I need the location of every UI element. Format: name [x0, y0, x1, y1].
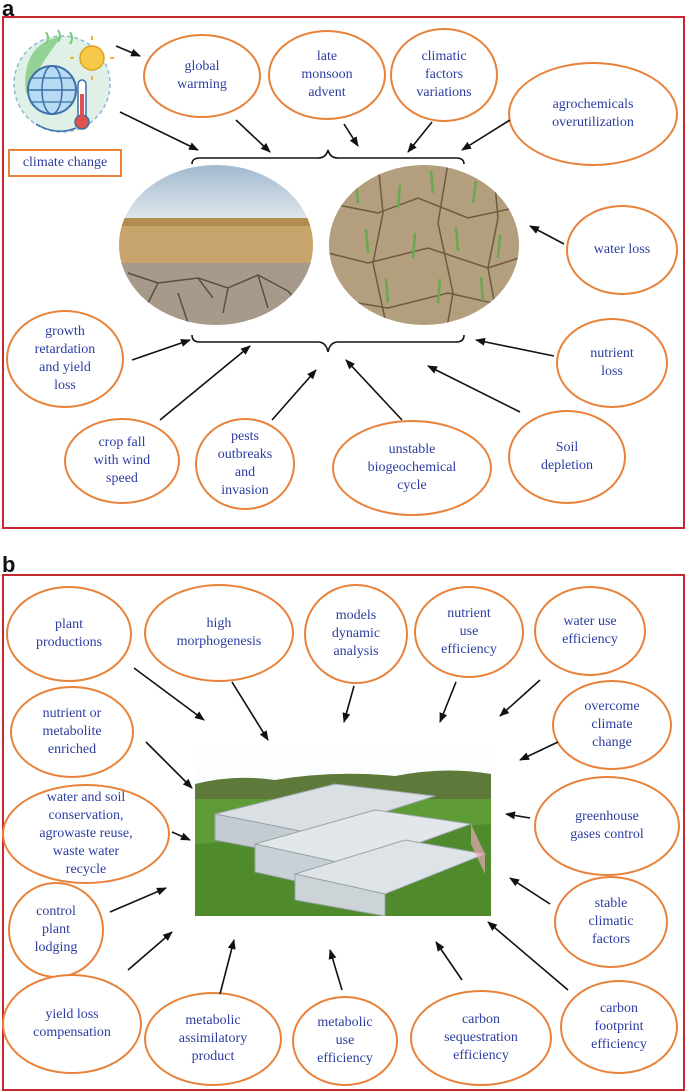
- panel-a-frame: [2, 16, 685, 529]
- bubble-global-warming: global warming: [143, 34, 261, 118]
- bubble-water-loss: water loss: [566, 205, 678, 295]
- bubble-pests-outbreaks: pests outbreaks and invasion: [195, 418, 295, 510]
- bubble-overcome-climate: overcome climate change: [552, 680, 672, 770]
- panel-a-letter: a: [2, 0, 15, 21]
- bubble-high-morphogenesis: high morphogenesis: [144, 584, 294, 682]
- bubble-water-soil: water and soil conservation, agrowaste r…: [2, 784, 170, 884]
- bubble-nutrient-loss: nutrient loss: [556, 318, 668, 408]
- bubble-crop-fall: crop fall with wind speed: [64, 418, 180, 504]
- bubble-agrochemicals: agrochemicals overutilization: [508, 62, 678, 166]
- greenhouse-image: [195, 744, 491, 916]
- panel-b-letter: b: [2, 552, 16, 577]
- bubble-biogeochemical: unstable biogeochemical cycle: [332, 420, 492, 516]
- bubble-soil-depletion: Soil depletion: [508, 410, 626, 504]
- panel-a-arrows: [115, 45, 565, 421]
- bubble-carbon-sequestration: carbon sequestration efficiency: [410, 990, 552, 1086]
- bubble-climatic-factors: climatic factors variations: [390, 28, 498, 122]
- climate-change-label: climate change: [8, 149, 122, 177]
- bubble-greenhouse-gases: greenhouse gases control: [534, 776, 680, 876]
- bubble-metabolic-use: metabolic use efficiency: [292, 996, 398, 1086]
- bubble-metabolic-assimilatory: metabolic assimilatory product: [144, 992, 282, 1086]
- bubble-nutrient-metabolite: nutrient or metabolite enriched: [10, 686, 134, 778]
- bubble-yield-compensation: yield loss compensation: [2, 974, 142, 1074]
- bubble-models-dynamic: models dynamic analysis: [304, 584, 408, 684]
- climate-change-icon: [13, 29, 114, 133]
- bubble-stable-climatic: stable climatic factors: [554, 876, 668, 968]
- bubble-plant-productions: plant productions: [6, 586, 132, 682]
- bubble-water-use: water use efficiency: [534, 586, 646, 676]
- bubble-nutrient-use: nutrient use efficiency: [414, 586, 524, 678]
- dry-paddy-image: [329, 165, 519, 325]
- drought-field-image: [119, 165, 313, 325]
- bubble-late-monsoon: late monsoon advent: [268, 30, 386, 120]
- bubble-control-lodging: control plant lodging: [8, 882, 104, 978]
- bubble-carbon-footprint: carbon footprint efficiency: [560, 980, 678, 1074]
- bubble-growth-retardation: growth retardation and yield loss: [6, 310, 124, 408]
